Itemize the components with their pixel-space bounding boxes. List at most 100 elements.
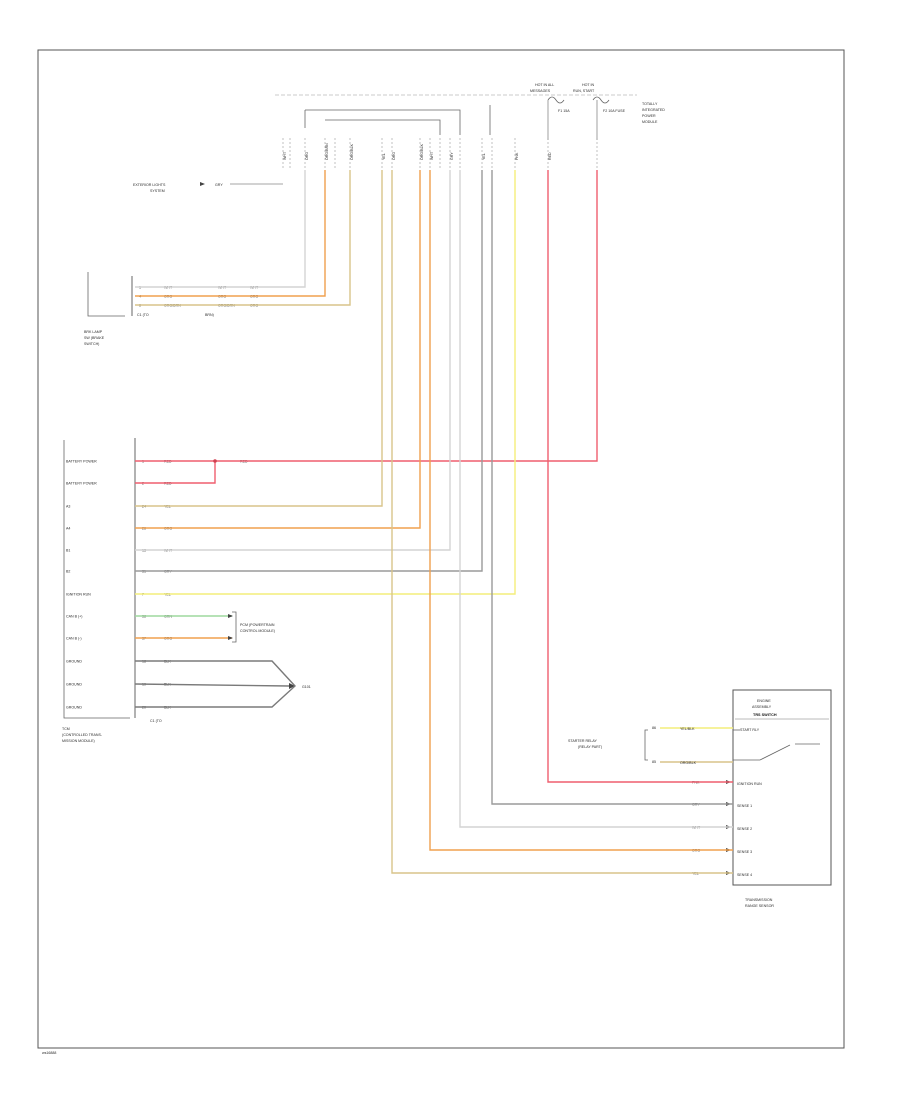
diagram-frame	[37, 49, 845, 1049]
wire-tcm-b1	[135, 170, 451, 551]
tcm-row-label-7: CAN B (+)	[66, 615, 82, 619]
tipm-label-4: MODULE	[642, 120, 658, 124]
trs-row-label-0: IGNITION RUN	[737, 782, 762, 786]
starter-wire-2: ORG/BLK	[680, 761, 697, 765]
exterior-lights: EXTERIOR LIGHTS SYSTEM GRY	[133, 182, 283, 193]
trs-row-label-2: SENSE 2	[737, 827, 752, 831]
trs-caption-2: RANGE SENSOR	[745, 904, 774, 908]
exterior-lights-label-2: SYSTEM	[150, 189, 165, 193]
exterior-lights-label: EXTERIOR LIGHTS	[133, 183, 166, 187]
tcm-row-label-0: BATTERY POWER	[66, 460, 97, 464]
brake-switch-connector: C1 (TO	[137, 313, 149, 317]
tipm-label-2: INTEGRATED	[642, 108, 665, 112]
fuse-header-messages: MESSAGES	[530, 89, 551, 93]
column-wire-label-9: YEL	[482, 153, 486, 160]
tcm-row-label-5: B2	[66, 570, 70, 574]
wire-tcm-ground-mid	[134, 683, 290, 687]
tcm-name-1: TCM	[62, 727, 70, 731]
trs-subtitle: TRS SWITCH	[753, 713, 777, 717]
wire-tcm-ignition	[135, 170, 516, 595]
column-wire-label-4: YEL	[382, 153, 386, 160]
wire-trs-sense-4	[391, 170, 733, 874]
starter-label-1: STARTER RELAY	[568, 739, 598, 743]
pcm-label-2: CONTROL MODULE)	[240, 629, 275, 633]
column-wire-label-2: ORG/BRN	[325, 143, 329, 160]
tcm-row-label-1: BATTERY POWER	[66, 482, 97, 486]
can-plus-arrow-icon	[228, 614, 233, 618]
trs-device-title-1: ENGINE	[757, 699, 771, 703]
tcm-name-3: MISSION MODULE)	[62, 739, 95, 743]
trs-relay-label: START RLY	[740, 728, 760, 732]
tcm-row-label-10: GROUND	[66, 683, 82, 687]
wire-brake-orgbrn	[135, 170, 351, 306]
trs-row-label-4: SENSE 4	[737, 873, 752, 877]
wire-tcm-a4	[135, 170, 421, 529]
exterior-lights-wire: GRY	[215, 183, 223, 187]
wire-tcm-battery-1	[135, 170, 598, 462]
tipm-label-1: TOTALLY	[642, 102, 658, 106]
tcm-row-label-11: GROUND	[66, 706, 82, 710]
tcm-row-label-8: CAN B (-)	[66, 637, 82, 641]
wire-brake-wht	[135, 170, 306, 288]
ground-label: G101	[302, 685, 311, 689]
fuse-header-hot-all: HOT IN ALL	[535, 83, 554, 87]
column-wire-label-8: GRY	[450, 152, 454, 160]
column-wire-label-1: ORG	[305, 152, 309, 160]
tcm-row-label-9: GROUND	[66, 660, 82, 664]
wire-trs-sense-2	[459, 170, 733, 828]
wire-trs-ignition	[547, 170, 733, 783]
trs-module: ENGINE ASSEMBLY TRS SWITCH START RLY TRA…	[568, 689, 832, 908]
pcm-label-1: PCM (POWERTRAIN	[240, 623, 275, 627]
column-wire-label-0: WHT	[283, 151, 287, 160]
wire-tcm-a3	[135, 170, 383, 507]
column-wire-label-6: ORG/BLK	[420, 143, 424, 160]
tcm-module: C1 (TO TCM (CONTROLLED TRANS- MISSION MO…	[62, 438, 311, 743]
tcm-row-label-2: A3	[66, 505, 70, 509]
column-wire-label-10: PNK	[515, 152, 519, 160]
wire-brake-org	[135, 170, 326, 297]
wire-tcm-ground-outer	[135, 660, 296, 708]
trs-row-label-3: SENSE 3	[737, 850, 752, 854]
splice-dot	[213, 459, 217, 463]
top-connector-pins: WHT ORG ORG/BRN ORG/BLK YEL ORG ORG/BLK WHT GRY Y…	[282, 138, 598, 170]
tcm-connector: C1 (TO	[150, 719, 162, 723]
wire-trs-sense-1	[491, 170, 733, 805]
tipm-label-3: POWER	[642, 114, 656, 118]
trs-device-title-2: ASSEMBLY	[752, 705, 772, 709]
arrow-icon	[200, 182, 205, 186]
footer-code: ws16888	[42, 1051, 56, 1055]
fuse-f2-label: F2 10A FUSE	[603, 109, 626, 113]
fuse-header-run-start: RUN, START	[573, 89, 595, 93]
column-wire-label-5: ORG	[392, 152, 396, 160]
fuse-f1-icon	[547, 96, 565, 104]
wire-tcm-b2	[135, 170, 483, 572]
wire-harness	[134, 170, 733, 874]
trs-caption-1: TRANSMISSION	[745, 898, 773, 902]
tcm-row-label-3: A4	[66, 527, 70, 531]
fuse-header-hot-in: HOT IN	[582, 83, 595, 87]
wire-trs-sense-3	[429, 170, 733, 851]
brake-switch-name-3: SWITCH)	[84, 342, 99, 346]
brake-switch-name-2: SW (BRAKE	[84, 336, 105, 340]
fuse-header: HOT IN ALL HOT IN MESSAGES RUN, START F1…	[275, 83, 665, 140]
tcm-name-2: (CONTROLLED TRANS-	[62, 733, 103, 737]
fuse-f2-icon	[592, 96, 610, 104]
starter-label-2: (RELAY PART)	[578, 745, 602, 749]
brake-switch-name-1: BRK LAMP	[84, 330, 103, 334]
wire-tcm-battery-2	[135, 461, 216, 484]
upper-bus	[304, 105, 491, 135]
fuse-f1-label: F1 15A	[558, 109, 570, 113]
tcm-row-label-6: IGNITION RUN	[66, 593, 91, 597]
ground-icon	[289, 683, 295, 689]
column-wire-label-11: RED	[548, 152, 552, 160]
column-wire-label-3: ORG/BLK	[350, 143, 354, 160]
can-minus-arrow-icon	[228, 636, 233, 640]
brake-switch-connector-2: BRN)	[205, 313, 214, 317]
trs-row-label-1: SENSE 1	[737, 804, 752, 808]
brake-lamp-switch: BRK LAMP SW (BRAKE SWITCH) C1 (TO BRN) 1…	[84, 272, 259, 346]
column-wire-label-7: WHT	[430, 151, 434, 160]
tcm-row-label-4: B1	[66, 549, 70, 553]
starter-wire-1: YEL/BLK	[680, 727, 695, 731]
starter-pin-86: 86	[652, 726, 656, 730]
